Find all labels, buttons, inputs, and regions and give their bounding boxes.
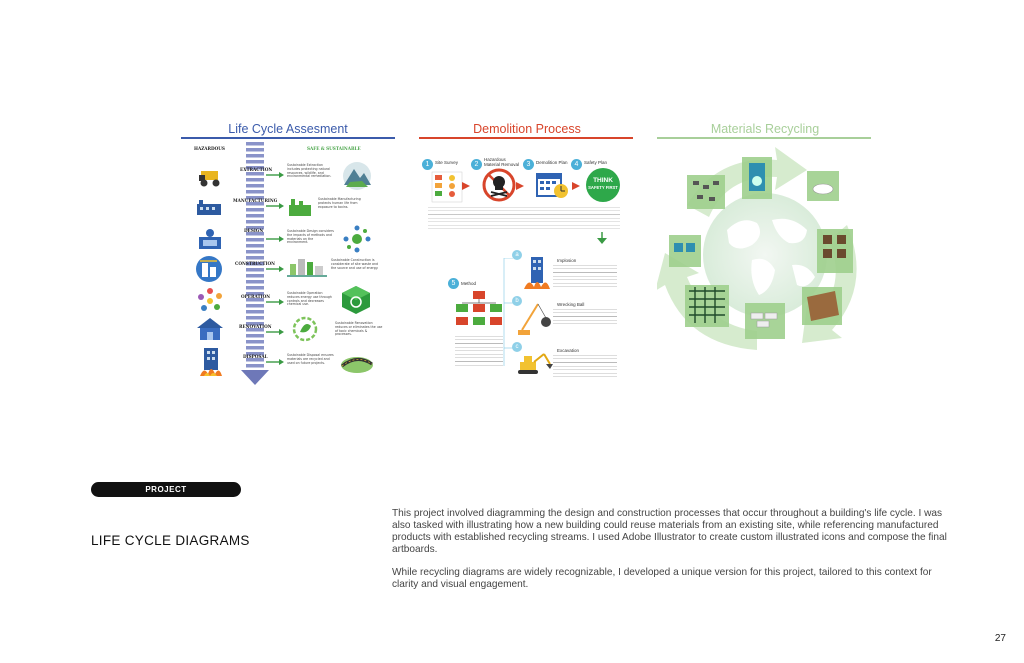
- construction-icon: [196, 256, 222, 282]
- lca-stage-label: DESIGN: [244, 228, 264, 233]
- people-circle-icon: [198, 288, 222, 311]
- submethod-desc-lines: [553, 355, 617, 379]
- recycle-box-icon: [342, 286, 370, 314]
- survey-chart-icon: [431, 171, 463, 203]
- page-number: 27: [994, 633, 1006, 644]
- recycle-rule: [657, 137, 871, 139]
- step-number-badge: 4: [571, 159, 582, 170]
- lca-stage-label: OPERATION: [241, 294, 271, 299]
- eco-network-icon: [343, 225, 371, 253]
- submethod-letter-badge: c: [512, 342, 522, 352]
- road-landscape-icon: [341, 357, 373, 373]
- skull-crossbones-icon: [482, 168, 516, 202]
- arrow-right-icon: [266, 299, 284, 305]
- green-factory-icon: [289, 199, 311, 216]
- demo-rule: [419, 137, 633, 139]
- recycling-globe-diagram: [657, 147, 857, 350]
- demo-title: Demolition Process: [473, 122, 581, 136]
- step-label: Site Survey: [435, 160, 459, 165]
- submethod-desc-lines: [553, 309, 617, 325]
- arrow-right-icon: [266, 329, 284, 335]
- lca-note: Sustainable Renovation reduces or elimin…: [335, 321, 383, 337]
- submethod-label: Wrecking Ball: [557, 302, 585, 307]
- factory-icon: [197, 200, 221, 215]
- arrow-right-icon: [266, 172, 284, 178]
- method-number-badge: 5: [448, 278, 459, 289]
- submethod-letter-badge: a: [512, 250, 522, 260]
- mining-truck-icon: [199, 171, 220, 187]
- arrow-right-icon: [266, 203, 284, 209]
- step-label: Safety Plan: [584, 160, 608, 165]
- step-label: Hazardous Material Removal: [484, 157, 520, 167]
- lca-note: Sustainable Design considers the impacts…: [287, 229, 334, 245]
- step-number-badge: 2: [471, 159, 482, 170]
- method-label: Method: [461, 281, 477, 286]
- lca-center-arrow: [241, 142, 269, 385]
- lca-title: Life Cycle Assesment: [228, 122, 348, 136]
- house-icon: [197, 318, 223, 340]
- project-paragraph-2: While recycling diagrams are widely reco…: [392, 567, 932, 591]
- down-arrow-icon: [597, 232, 607, 244]
- step-number-badge: 1: [422, 159, 433, 170]
- arrow-right-icon: [266, 266, 284, 272]
- architect-icon: [199, 229, 221, 249]
- lca-stage-label: DISPOSAL: [243, 354, 268, 359]
- implosion-icon: [524, 257, 550, 289]
- lca-stage-label: MANUFACTURING: [233, 198, 278, 203]
- arrow-right-icon: [266, 359, 284, 365]
- lca-safe-head: SAFE & SUSTAINABLE: [307, 146, 361, 151]
- project-paragraph-1: This project involved diagramming the de…: [392, 508, 947, 556]
- green-city-icon: [287, 259, 327, 277]
- submethod-desc-lines: [553, 265, 617, 287]
- project-title: LIFE CYCLE DIAGRAMS: [91, 533, 250, 548]
- safety-first-sign-icon: THINK SAFETY FIRST: [586, 168, 620, 202]
- step-arrows: [462, 182, 580, 190]
- arrow-right-icon: [266, 236, 284, 242]
- excavator-icon: [518, 353, 553, 374]
- lca-hazardous-head: HAZARDOUS: [194, 146, 225, 151]
- lca-note: Sustainable Extraction includes protecti…: [287, 163, 332, 179]
- lca-stage-label: RENOVATION: [239, 324, 272, 329]
- project-badge: PROJECT: [91, 482, 241, 497]
- leaf-ring-icon: [292, 316, 318, 342]
- recycle-title: Materials Recycling: [710, 122, 820, 136]
- step-number-badge: 3: [523, 159, 534, 170]
- mountain-icon: [343, 162, 371, 190]
- lca-note: Sustainable Disposal ensures materials a…: [287, 353, 334, 365]
- lca-stage-label: CONSTRUCTION: [235, 261, 275, 266]
- burning-building-icon: [200, 348, 222, 376]
- decision-tree-icon: [456, 291, 502, 325]
- lca-rule: [181, 137, 395, 139]
- submethod-letter-badge: b: [512, 296, 522, 306]
- wrecking-ball-icon: [518, 303, 551, 335]
- calendar-clock-icon: [536, 173, 568, 198]
- method-desc-lines: [455, 336, 503, 366]
- lca-note: Sustainable Construction is considerate …: [331, 258, 379, 270]
- lca-note: Sustainable Manufacturing protects human…: [318, 197, 361, 209]
- method-connectors: [503, 258, 513, 366]
- step-desc-lines: [428, 207, 620, 229]
- sign-line-1: THINK: [593, 177, 613, 184]
- lca-stage-label: EXTRACTION: [240, 167, 273, 172]
- lca-note: Sustainable Operation reduces energy use…: [287, 291, 332, 307]
- submethod-label: Excavation: [557, 348, 580, 353]
- sign-line-2: SAFETY FIRST: [588, 185, 618, 190]
- submethod-label: Implosion: [557, 258, 577, 263]
- step-label: Demolition Plan: [536, 160, 568, 165]
